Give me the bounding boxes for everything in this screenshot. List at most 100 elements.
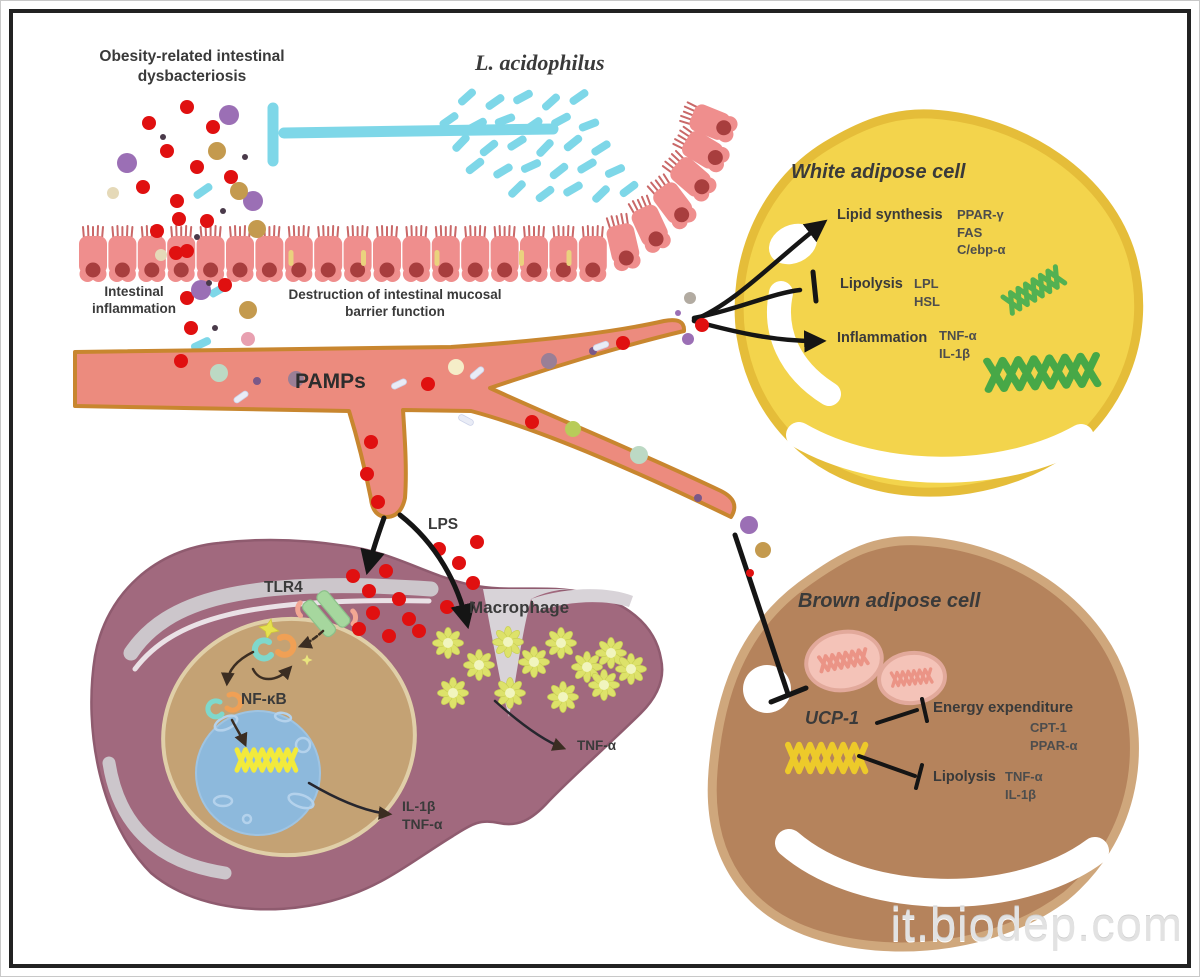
macrophage-label: Macrophage	[469, 598, 570, 617]
bacterium	[561, 180, 585, 198]
bacterium	[534, 137, 556, 159]
pamps-label: PAMPs	[295, 370, 366, 393]
lps-arrows	[360, 512, 475, 630]
bacterium	[590, 183, 612, 205]
liver-cytokines-label: IL-1β TNF-α	[402, 798, 443, 832]
wa-lipolysis-label: Lipolysis	[840, 276, 903, 292]
lps-dot	[412, 624, 426, 638]
microbe-dot	[206, 280, 212, 286]
bacterium	[505, 134, 529, 152]
nucleus-decoration	[212, 711, 315, 825]
pamp-dot	[364, 435, 378, 449]
intestinal-epithelium	[78, 97, 742, 283]
wa-lipolysis-genes: LPL HSL	[914, 275, 940, 310]
pamp-dot	[694, 494, 702, 502]
ucp1-inhibition-line	[732, 532, 809, 705]
bacterium	[478, 138, 500, 158]
bacterium	[603, 163, 627, 179]
microbe-dot	[220, 208, 226, 214]
microbe-dot	[160, 144, 174, 158]
pamp-dot	[616, 336, 630, 350]
epithelial-cell	[372, 225, 402, 283]
epithelial-cell	[489, 225, 520, 283]
tight-junction	[519, 250, 524, 266]
pamp-dot	[288, 371, 304, 387]
microbe-dot	[160, 134, 166, 140]
gene-label: HSL	[914, 293, 940, 309]
epithelial-cell	[78, 225, 108, 283]
particle-dot	[740, 516, 758, 534]
inflammation-genes: TNF-α IL-1β	[939, 327, 977, 362]
macrophage-cell	[432, 627, 464, 659]
microbe-dot	[241, 332, 255, 346]
microbe-dot	[184, 321, 198, 335]
bacterium	[549, 111, 573, 129]
microbe-dot	[243, 191, 263, 211]
tight-junction	[566, 250, 572, 266]
white-adipose-cell-shape	[734, 109, 1144, 497]
mitochondria	[877, 650, 947, 706]
epithelial-cell	[577, 225, 608, 283]
epithelial-cell	[313, 225, 344, 283]
macrophage-cell	[547, 681, 579, 713]
dysbacteriosis-label: Obesity-related intestinal dysbacteriosi…	[99, 48, 285, 85]
gene-label: FAS	[957, 224, 983, 240]
pamp-dot	[371, 495, 385, 509]
macrophage-cell	[615, 653, 647, 685]
intestinal-inflammation-label: Intestinal inflammation	[91, 284, 176, 317]
microbe-dot	[107, 187, 119, 199]
nfkb-label: NF-κB	[241, 691, 287, 708]
particle-dot	[755, 542, 771, 558]
ba-lipolysis-label: Lipolysis	[933, 769, 996, 785]
microbe-dot	[200, 214, 214, 228]
macrophage-cell	[492, 626, 524, 658]
brown-adipose-cell-shape	[707, 532, 1139, 952]
epithelial-cell	[107, 225, 138, 283]
tlr4-label: TLR4	[264, 579, 303, 596]
gene-label: PPAR-γ	[957, 207, 1004, 222]
bacterium	[511, 88, 535, 106]
acidophilus-title: L. acidophilus	[475, 50, 605, 75]
microbe-dot	[180, 291, 194, 305]
lipid-synthesis-label: Lipid synthesis	[837, 207, 943, 223]
microbe-dot	[212, 325, 218, 331]
pamp-dot	[253, 377, 261, 385]
lps-dot	[392, 592, 406, 606]
brown-adipose-title: Brown adipose cell	[798, 590, 981, 612]
barrier-destruction-label: Destruction of intestinal mucosal barrie…	[288, 287, 502, 320]
vessel-particles	[210, 336, 702, 509]
ucp1-effect-lines	[857, 697, 929, 790]
tlr4-receptor	[295, 590, 359, 638]
microbe-dot	[150, 224, 164, 238]
bacterium	[456, 87, 478, 107]
tight-junction	[361, 250, 366, 266]
microbe-dot	[191, 280, 211, 300]
lps-dot	[452, 556, 466, 570]
microbe-dot	[218, 278, 232, 292]
macrophage-cytokine-label: TNF-α	[577, 738, 617, 753]
lps-dot	[352, 622, 366, 636]
macrophage-cell	[545, 627, 577, 659]
bacterium	[562, 133, 584, 153]
lps-dot	[366, 606, 380, 620]
signaling-molecules	[205, 618, 313, 720]
epithelial-cell	[401, 225, 432, 283]
microbe-dot	[239, 301, 257, 319]
bacterium	[506, 178, 528, 200]
bacterium	[548, 161, 570, 181]
microbe-dot	[206, 120, 220, 134]
pamp-dot	[360, 467, 374, 481]
lps-dot	[402, 612, 416, 626]
acidophilus-inhibition-tbar	[267, 102, 559, 167]
epithelial-cell	[548, 225, 579, 283]
white-adipose-title: White adipose cell	[791, 161, 966, 183]
particle-dot	[682, 333, 694, 345]
microbe-dot	[155, 249, 167, 261]
gene-label: IL-1β	[1005, 786, 1037, 802]
epithelial-cell	[460, 225, 491, 283]
microbe-dot	[190, 160, 204, 174]
lps-label: LPS	[428, 516, 459, 533]
lps-dot	[382, 629, 396, 643]
bacterium	[484, 92, 506, 112]
tight-junction	[288, 250, 294, 266]
